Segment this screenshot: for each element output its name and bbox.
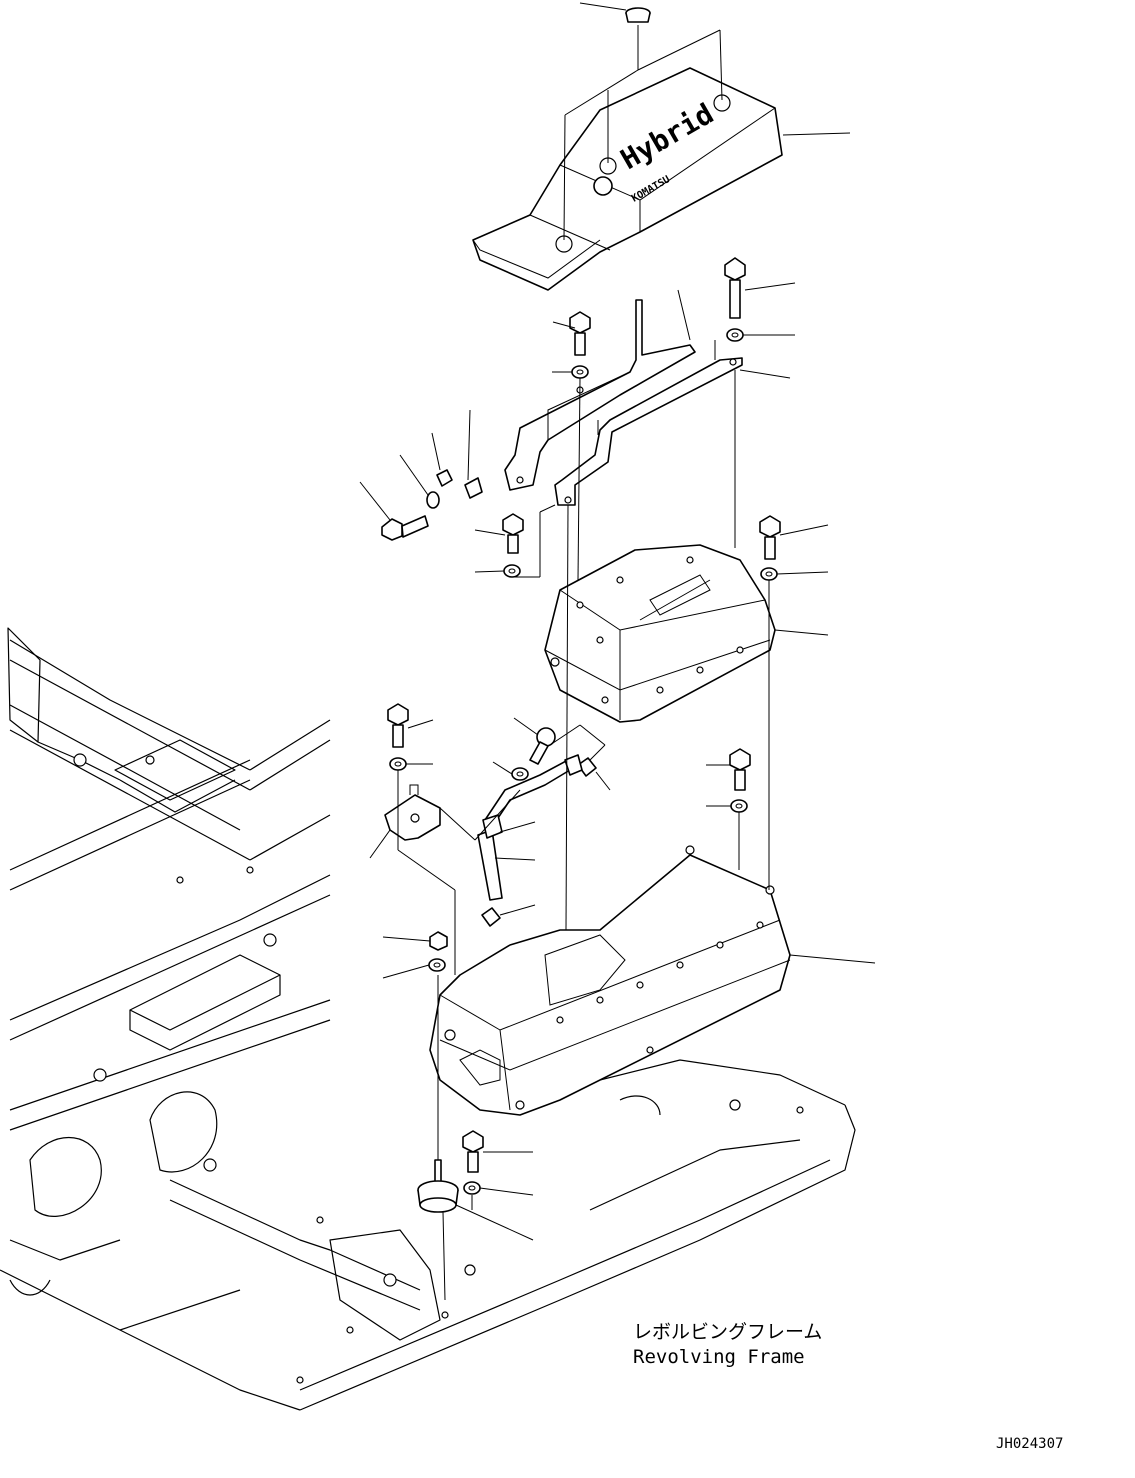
leader-lines <box>359 2 876 1241</box>
bolt-bracket <box>569 311 591 356</box>
bolt-top-right <box>724 257 746 319</box>
washers <box>389 328 778 1195</box>
frame-label-japanese: レボルビングフレーム <box>633 1321 822 1343</box>
capacitor-unit <box>429 845 791 1116</box>
controller-unit <box>544 544 776 723</box>
bracket-right <box>554 340 743 506</box>
revolving-frame <box>0 627 856 1411</box>
frame-label-english: Revolving Frame <box>633 1346 805 1368</box>
cover-cap <box>625 7 651 23</box>
bolt-lower-right <box>729 748 751 791</box>
bolt-lower-left <box>387 703 409 748</box>
drawing-id: JH024307 <box>996 1436 1063 1452</box>
bolt-side <box>381 515 429 541</box>
bolt-mid-left <box>502 513 524 554</box>
bracket-plate <box>384 784 441 841</box>
bolt-bottom <box>462 1130 484 1173</box>
bolt-angled <box>529 727 556 765</box>
alignment-lines <box>397 25 770 1301</box>
rubber-mount <box>417 1159 459 1213</box>
clip-parts <box>436 469 597 927</box>
hose <box>477 754 583 901</box>
nut <box>429 931 448 951</box>
bolt-mid-right <box>759 515 781 560</box>
hybrid-cover: Hybrid KOMATSU <box>472 67 783 291</box>
